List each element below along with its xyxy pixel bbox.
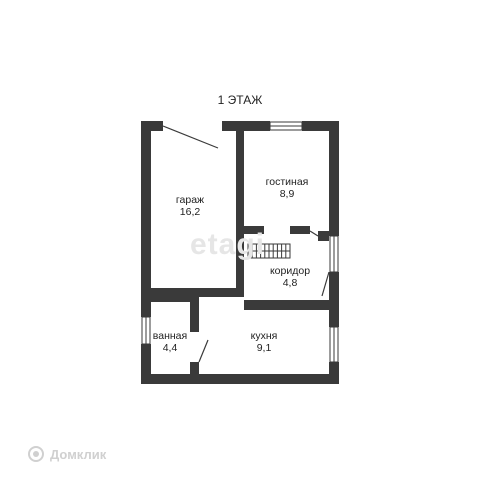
inner-walls — [141, 131, 339, 374]
wall-garage-living — [236, 131, 244, 297]
door-bathroom — [198, 339, 209, 363]
wall-left-lower — [141, 344, 151, 384]
door-corridor-right — [321, 271, 330, 297]
room-area: 8,9 — [279, 188, 295, 200]
room-name: коридор — [269, 265, 311, 277]
windows — [141, 121, 339, 363]
wall-living-bottom — [244, 226, 264, 234]
room-label-garage: гараж 16,2 — [160, 194, 220, 218]
wall-bottom — [141, 374, 339, 384]
door-garage-entry — [162, 125, 219, 149]
wall-top-right — [302, 121, 339, 131]
wall-right-mid — [329, 272, 339, 327]
wall-bath-kitchen-upper — [190, 297, 199, 332]
brand-logo: Домклик — [28, 446, 106, 462]
outer-walls — [141, 121, 339, 384]
wall-living-bottom-2 — [290, 226, 310, 234]
wall-bath-top — [151, 297, 199, 302]
room-area: 16,2 — [179, 206, 201, 218]
wall-garage-bottom — [141, 288, 244, 297]
room-area: 4,4 — [162, 342, 178, 354]
wall-right-lower — [329, 362, 339, 384]
room-name: ванная — [152, 330, 188, 342]
wall-right-upper — [329, 121, 339, 236]
room-name: кухня — [250, 330, 278, 342]
room-area: 4,8 — [282, 277, 298, 289]
wall-corridor-bottom — [244, 300, 339, 310]
floor-title: 1 ЭТАЖ — [217, 93, 263, 107]
room-area: 9,1 — [256, 342, 272, 354]
room-name: гараж — [175, 194, 205, 206]
wall-bath-kitchen-lower — [190, 362, 199, 374]
wall-left-upper — [141, 121, 151, 317]
room-label-bathroom: ванная 4,4 — [150, 330, 190, 354]
stair-steps — [248, 244, 290, 258]
room-name: гостиная — [265, 176, 309, 188]
wall-living-stub — [318, 231, 329, 241]
wall-top-left — [141, 121, 163, 131]
room-label-kitchen: кухня 9,1 — [236, 330, 292, 354]
watermark-text: etagi — [190, 228, 266, 261]
doors — [162, 125, 330, 363]
wall-top-mid — [222, 121, 270, 131]
door-living — [309, 230, 319, 237]
brand-icon — [28, 446, 44, 462]
room-label-corridor: коридор 4,8 — [262, 265, 318, 289]
room-label-living: гостиная 8,9 — [256, 176, 318, 200]
brand-name: Домклик — [50, 446, 107, 462]
